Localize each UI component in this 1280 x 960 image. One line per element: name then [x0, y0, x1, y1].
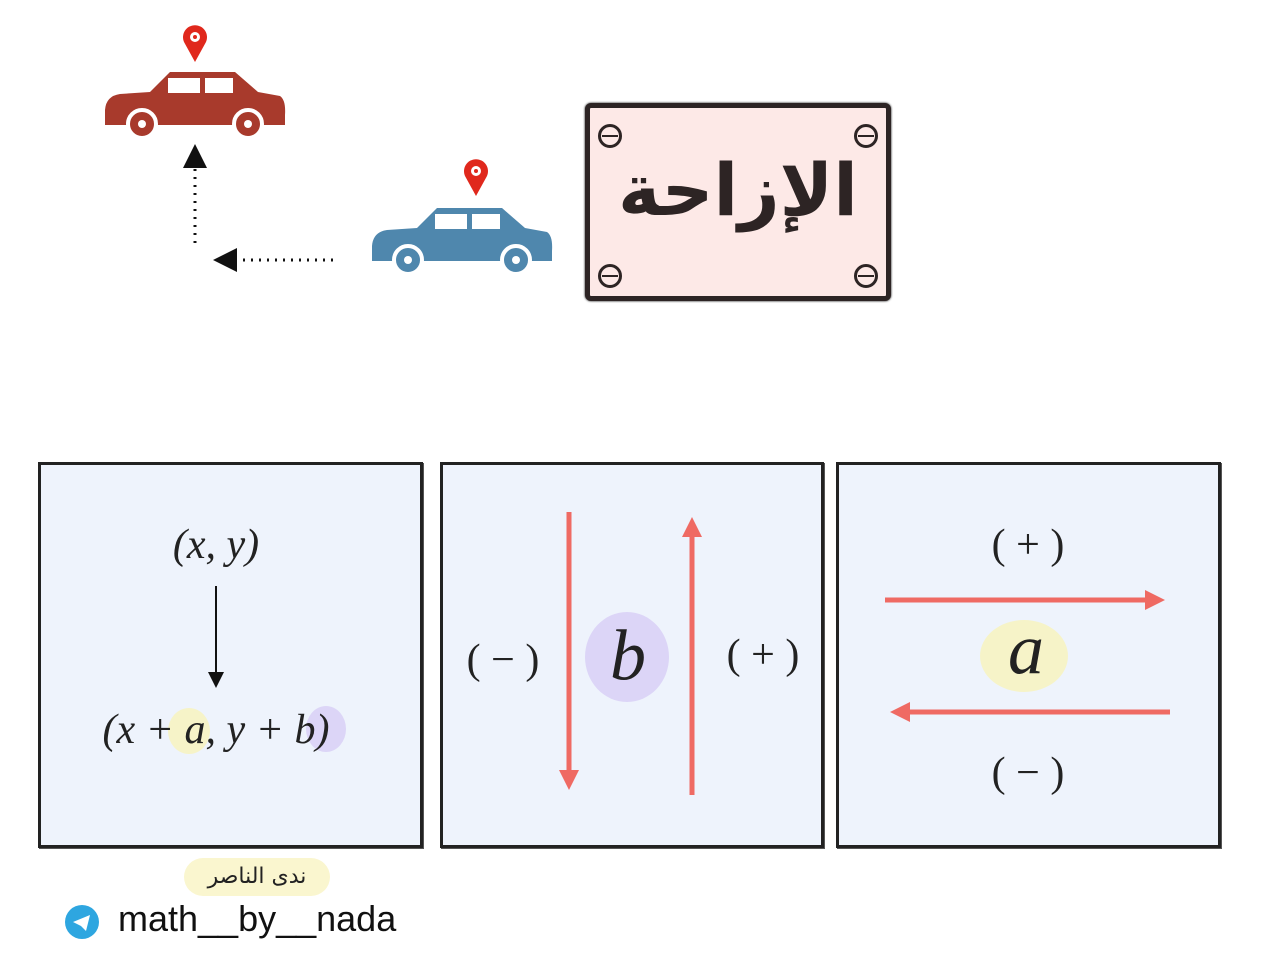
b-highlight [585, 612, 669, 702]
screw-icon [598, 264, 622, 288]
location-pin-icon [464, 159, 488, 196]
title-sign: الإزاحة [585, 103, 891, 301]
location-pin-icon [183, 25, 207, 62]
a-highlight [980, 620, 1068, 692]
b-highlight [306, 706, 346, 752]
author-name: ندى الناصر [184, 858, 330, 896]
red-car-icon [105, 72, 286, 140]
telegram-icon [65, 905, 99, 939]
variable-b: b [610, 615, 646, 696]
screw-icon [598, 124, 622, 148]
screw-icon [854, 264, 878, 288]
original-point: (x, y) [172, 522, 260, 568]
image-point: (x + a, y + b) [102, 707, 330, 753]
negative-label: ( − ) [466, 637, 540, 683]
positive-label: ( + ) [726, 632, 800, 678]
positive-label: ( + ) [991, 522, 1065, 568]
blue-car-icon [372, 208, 553, 276]
variable-a: a [1008, 609, 1044, 690]
screw-icon [854, 124, 878, 148]
social-handle: math__by__nada [118, 898, 397, 939]
page-title: الإزاحة [618, 148, 858, 232]
rule-panel [38, 462, 423, 848]
negative-label: ( − ) [991, 750, 1065, 796]
a-highlight [168, 708, 210, 754]
